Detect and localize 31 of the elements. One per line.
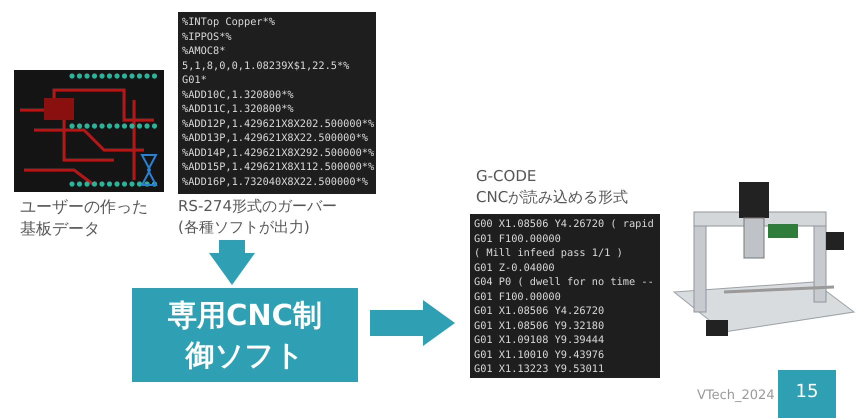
code-line: %ADD16P,1.732040X8X22.500000*%	[182, 174, 369, 189]
code-line: %IPPOS*%	[182, 30, 233, 44]
page-number: 15	[778, 370, 836, 418]
code-line: %INTop Copper*%	[182, 15, 276, 30]
code-line: G01 X1.10010 Y9.43976	[474, 348, 606, 362]
footer-text: VTech_2024	[697, 388, 775, 403]
code-line: G01 X1.08506 Y4.26720	[474, 304, 606, 318]
code-line: G01 F100.00000	[474, 290, 562, 304]
code-line: %ADD15P,1.429621X8X112.500000*%	[182, 160, 372, 174]
code-line: %AMOC8*	[182, 44, 226, 58]
code-line: G01 Z-0.04000	[474, 260, 556, 275]
code-line: %ADD10C,1.320800*%	[182, 88, 295, 102]
code-line: %ADD12P,1.429621X8X202.500000*%	[182, 116, 372, 131]
code-line: G04 P0 ( dwell for no time --	[474, 275, 655, 290]
code-line: %ADD11C,1.320800*%	[182, 102, 295, 116]
code-line: G01 X1.09108 Y9.39444	[474, 333, 606, 348]
process-box: 専用CNC制御ソフト	[132, 288, 358, 382]
code-line: ( Mill infeed pass 1/1 )	[474, 246, 624, 260]
block-arrow	[209, 240, 255, 285]
code-line: G01 X1.13223 Y9.53011	[474, 362, 606, 376]
node-label: ユーザーの作った基板データ	[20, 196, 149, 240]
code-line: G00 X1.08506 Y4.26720 ( rapid	[474, 217, 655, 232]
code-line: G01 F100.00000	[474, 232, 562, 246]
code-line: G01 X1.08506 Y9.32180	[474, 318, 606, 333]
code-line: %ADD14P,1.429621X8X292.500000*%	[182, 146, 372, 160]
code-line: G01*	[182, 73, 208, 88]
node-label: G-CODE CNCが読み込める形式	[476, 166, 630, 208]
block-arrow	[370, 300, 455, 346]
code-line: 5,1,8,0,0,1.08239X$1,22.5*%	[182, 58, 350, 73]
node-label: RS-274形式のガーバー(各種ソフトが出力)	[178, 196, 338, 238]
code-line: %ADD13P,1.429621X8X22.500000*%	[182, 131, 369, 146]
